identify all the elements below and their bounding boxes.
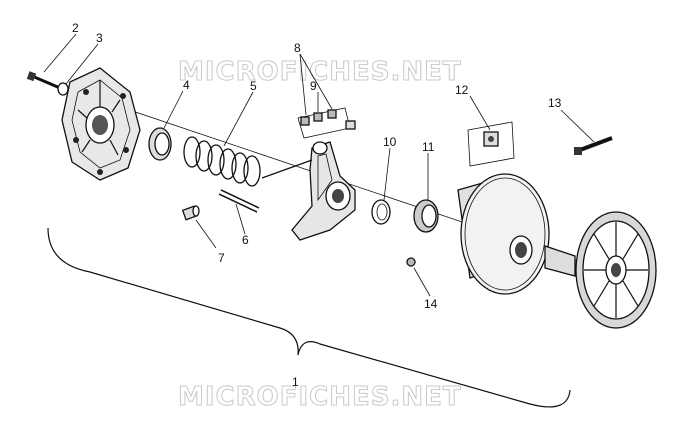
assembly-brace [47, 227, 571, 408]
callout-1: 1 [292, 375, 299, 389]
cover-plate [61, 67, 141, 181]
leader-lines [43, 33, 595, 297]
ring-part-4 [148, 127, 172, 161]
callout-8: 8 [294, 41, 301, 55]
nut-bracket-parts-8-9 [297, 107, 356, 139]
washer-part-3 [57, 82, 69, 96]
roller-part-7 [181, 205, 200, 221]
callout-2: 2 [72, 21, 79, 35]
pin-part-6 [218, 189, 260, 213]
callout-5: 5 [250, 79, 257, 93]
callout-12: 12 [455, 83, 469, 97]
bushing-part-11 [413, 199, 439, 233]
callout-14: 14 [424, 297, 438, 311]
washer-part-10 [371, 199, 391, 225]
callout-6: 6 [242, 233, 249, 247]
callout-7: 7 [218, 251, 225, 265]
long-bolt-part-13 [574, 136, 613, 155]
callout-3: 3 [96, 31, 103, 45]
watermark-bottom: MICROFICHES.NET [178, 382, 462, 412]
clip-part-12 [467, 121, 515, 167]
sheave-pulley [457, 173, 550, 295]
bolt-part-2 [26, 71, 61, 90]
watermark-top: MICROFICHES.NET [178, 57, 462, 87]
callout-11: 11 [422, 140, 435, 154]
bolt-part-14 [406, 257, 416, 267]
callout-4: 4 [183, 78, 190, 92]
driven-wheel [544, 211, 657, 329]
callout-13: 13 [548, 96, 562, 110]
callout-10: 10 [383, 135, 397, 149]
spring-part-5 [183, 136, 261, 187]
callout-9: 9 [310, 79, 317, 93]
spider-arm-assembly [261, 141, 356, 241]
